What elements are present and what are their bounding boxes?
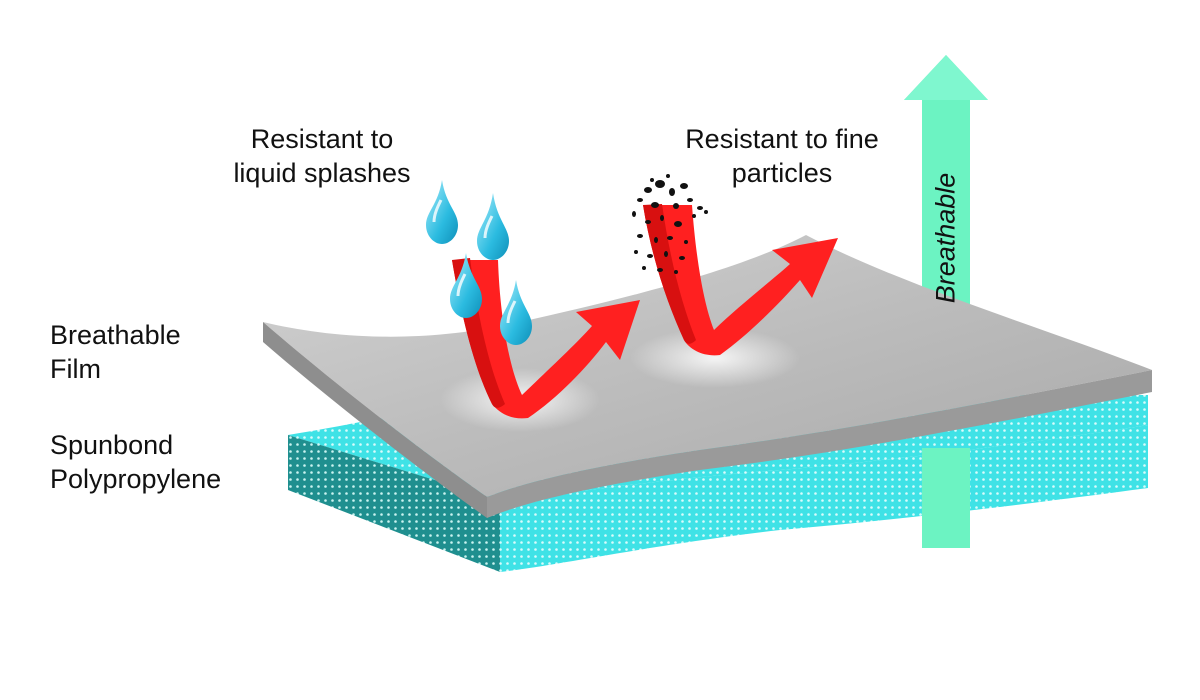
water-drop-icon [426,180,458,244]
water-drop-icon [477,193,509,260]
breathable-film-label-line2: Film [50,354,101,384]
breathable-arrow-text: Breathable [930,172,961,304]
water-drop-icon [500,280,532,345]
spunbond-label-line1: Spunbond [50,430,174,460]
fine-particles-label: Resistant to fine particles [662,122,902,190]
breathable-film-label-line1: Breathable [50,320,181,350]
spunbond-label: Spunbond Polypropylene [50,428,221,496]
breathable-arrow-stem [922,448,970,548]
liquid-splash-label-line2: liquid splashes [233,158,411,188]
fine-particles-label-line2: particles [731,158,833,188]
breathable-film-label: Breathable Film [50,318,181,386]
water-drop-icon [450,253,482,318]
liquid-splash-label-line1: Resistant to [250,124,394,154]
liquid-splash-label: Resistant to liquid splashes [222,122,422,190]
spunbond-label-line2: Polypropylene [50,464,222,494]
particle-icon [632,174,708,274]
fine-particles-label-line1: Resistant to fine [685,124,879,154]
